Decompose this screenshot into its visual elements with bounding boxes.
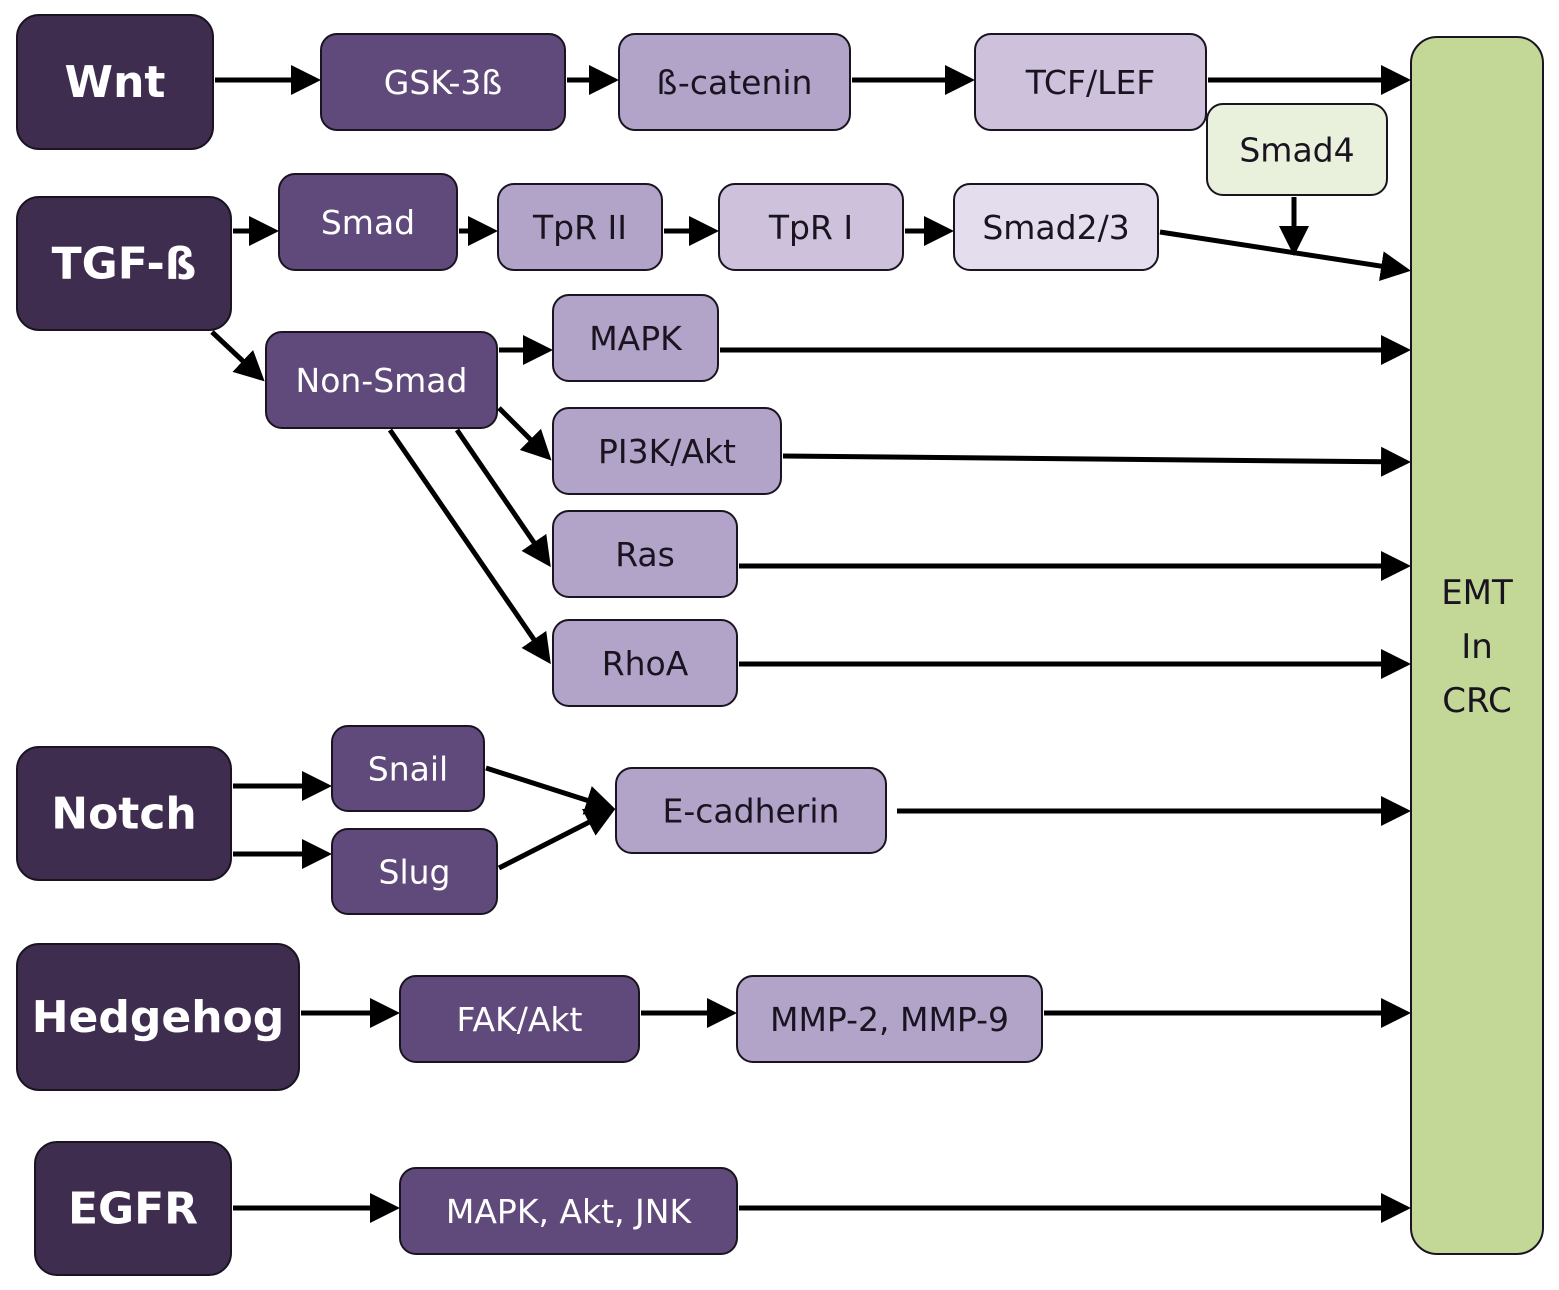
node-box-hedgehog xyxy=(16,943,300,1091)
node-label-ras: Ras xyxy=(615,535,675,574)
emt-box xyxy=(1410,36,1544,1255)
arrow-nonsmad-to-ras xyxy=(454,428,551,568)
node-box-mmp xyxy=(736,975,1043,1063)
node-box-ecad xyxy=(615,767,887,854)
node-box-tpr2 xyxy=(497,183,663,271)
node-tgf: TGF-ß xyxy=(16,196,232,331)
node-mapk: MAPK xyxy=(552,294,719,382)
node-label-tpr1: TpR I xyxy=(768,208,853,247)
node-box-mapk xyxy=(552,294,719,382)
arrow-tgf-to-nonsmad xyxy=(210,330,265,382)
node-label-snail: Snail xyxy=(368,750,448,789)
arrow-snail-to-ecad xyxy=(485,765,616,815)
node-pi3k: PI3K/Akt xyxy=(552,407,782,495)
node-label-egfr: EGFR xyxy=(68,1184,198,1235)
node-tpr1: TpR I xyxy=(718,183,904,271)
node-label-notch: Notch xyxy=(51,789,197,840)
node-mmp: MMP-2, MMP-9 xyxy=(736,975,1043,1063)
node-label-smad23: Smad2/3 xyxy=(982,208,1129,247)
node-wnt: Wnt xyxy=(16,14,214,150)
node-ras: Ras xyxy=(552,510,738,598)
node-slug: Slug xyxy=(331,828,498,915)
node-notch: Notch xyxy=(16,746,232,881)
arrow-nonsmad-to-rhoa xyxy=(387,428,551,665)
node-label-wnt: Wnt xyxy=(65,57,166,108)
node-smad23: Smad2/3 xyxy=(953,183,1159,271)
node-tcf: TCF/LEF xyxy=(974,33,1207,131)
node-box-snail xyxy=(331,725,485,812)
node-box-smad23 xyxy=(953,183,1159,271)
node-box-tpr1 xyxy=(718,183,904,271)
emt-label-line: In xyxy=(1461,627,1493,667)
node-label-mmp: MMP-2, MMP-9 xyxy=(770,1000,1009,1039)
node-label-nonsmad: Non-Smad xyxy=(296,361,468,400)
node-box-mak xyxy=(399,1167,738,1255)
node-box-smad xyxy=(278,173,458,271)
node-smad4: Smad4 xyxy=(1206,103,1388,196)
node-box-gsk xyxy=(320,33,566,131)
node-gsk: GSK-3ß xyxy=(320,33,566,131)
node-box-tcf xyxy=(974,33,1207,131)
node-label-gsk: GSK-3ß xyxy=(384,63,502,102)
emt-label-line: CRC xyxy=(1442,681,1511,721)
node-box-notch xyxy=(16,746,232,881)
node-box-pi3k xyxy=(552,407,782,495)
arrow-pi3k-to-emt xyxy=(782,446,1411,477)
node-bcat: ß-catenin xyxy=(618,33,851,131)
node-ecad: E-cadherin xyxy=(615,767,887,854)
node-box-wnt xyxy=(16,14,214,150)
node-label-smad4: Smad4 xyxy=(1239,131,1354,170)
node-box-egfr xyxy=(34,1141,232,1276)
node-box-nonsmad xyxy=(265,331,498,429)
node-box-tgf xyxy=(16,196,232,331)
node-rhoa: RhoA xyxy=(552,619,738,707)
node-label-mak: MAPK, Akt, JNK xyxy=(446,1192,693,1231)
node-label-fak: FAK/Akt xyxy=(457,1000,583,1039)
node-label-slug: Slug xyxy=(379,853,451,892)
node-smad: Smad xyxy=(278,173,458,271)
node-box-fak xyxy=(399,975,640,1063)
arrow-slug-to-ecad xyxy=(497,808,616,871)
node-label-bcat: ß-catenin xyxy=(657,63,813,102)
arrow-smad23-to-emt xyxy=(1159,229,1411,282)
node-label-tcf: TCF/LEF xyxy=(1025,63,1156,102)
node-label-hedgehog: Hedgehog xyxy=(32,992,285,1043)
node-label-smad: Smad xyxy=(321,203,415,242)
node-label-pi3k: PI3K/Akt xyxy=(598,432,736,471)
node-nonsmad: Non-Smad xyxy=(265,331,498,429)
node-box-bcat xyxy=(618,33,851,131)
node-mak: MAPK, Akt, JNK xyxy=(399,1167,738,1255)
node-tpr2: TpR II xyxy=(497,183,663,271)
arrow-nonsmad-to-pi3k xyxy=(497,406,552,461)
node-label-mapk: MAPK xyxy=(589,319,683,358)
node-snail: Snail xyxy=(331,725,485,812)
node-fak: FAK/Akt xyxy=(399,975,640,1063)
node-box-ras xyxy=(552,510,738,598)
node-label-ecad: E-cadherin xyxy=(663,792,840,831)
node-box-rhoa xyxy=(552,619,738,707)
node-label-tgf: TGF-ß xyxy=(52,239,197,290)
emt-label-line: EMT xyxy=(1441,573,1513,613)
node-box-slug xyxy=(331,828,498,915)
node-hedgehog: Hedgehog xyxy=(16,943,300,1091)
node-box-smad4 xyxy=(1206,103,1388,196)
node-label-tpr2: TpR II xyxy=(532,208,627,247)
node-egfr: EGFR xyxy=(34,1141,232,1276)
node-label-rhoa: RhoA xyxy=(602,644,689,683)
